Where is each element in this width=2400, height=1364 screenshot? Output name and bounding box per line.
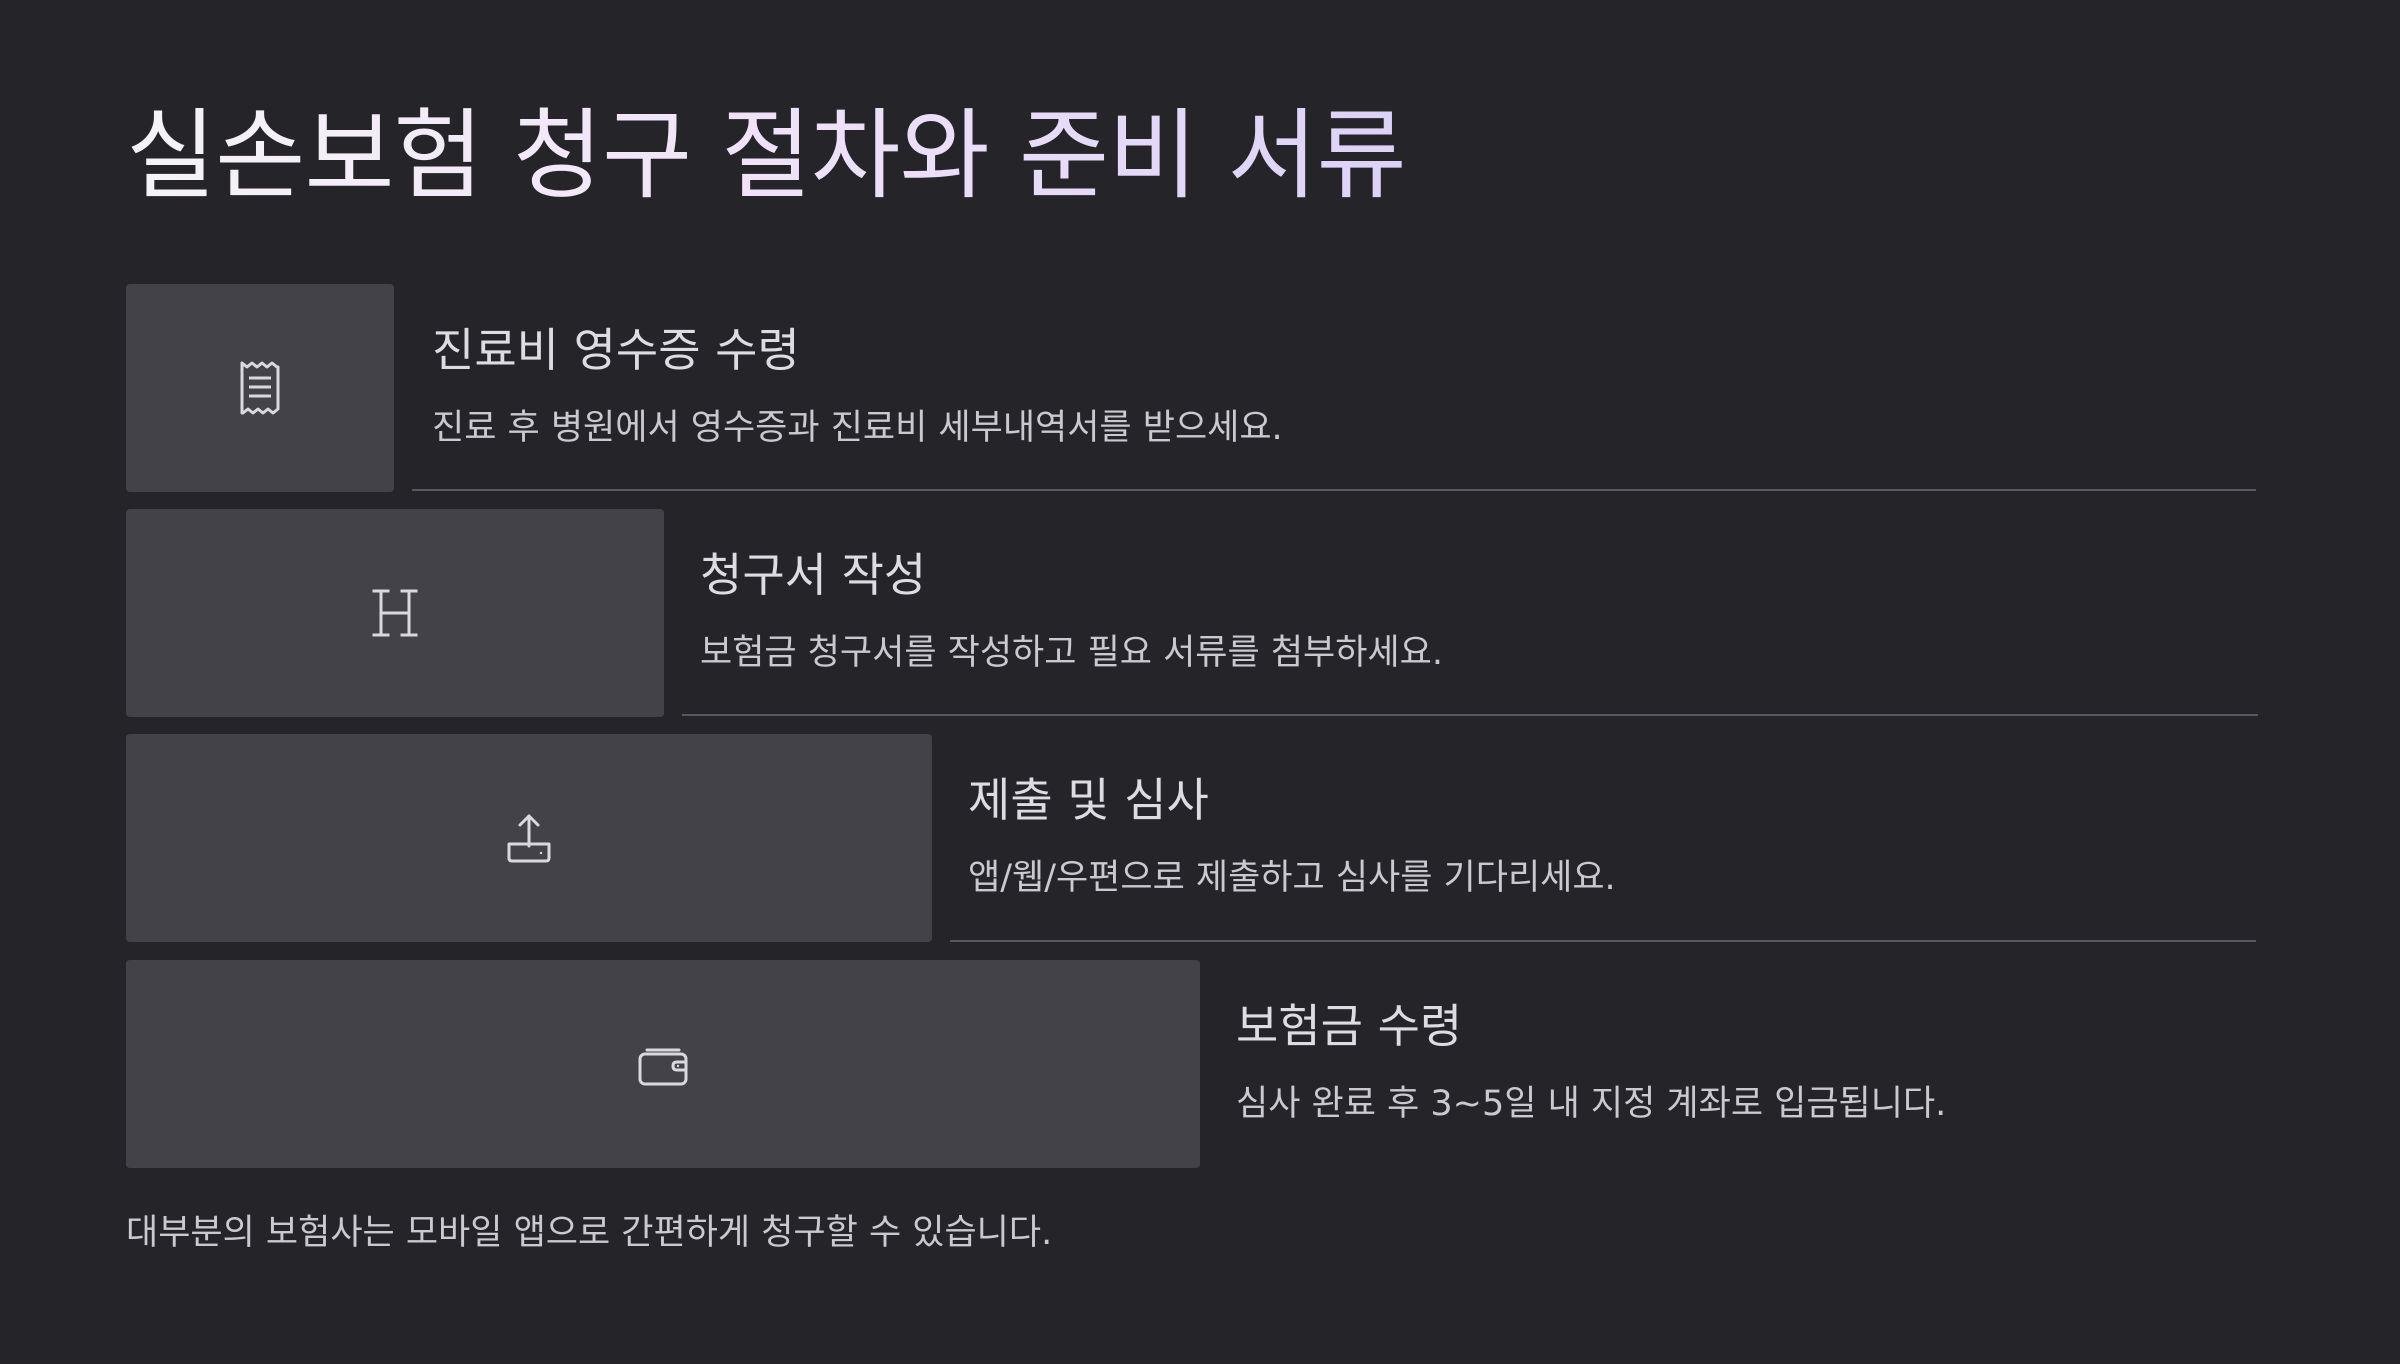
step-title: 청구서 작성 [700, 548, 927, 602]
step-submit-review: 제출 및 심사 앱/웹/우편으로 제출하고 심사를 기다리세요. [126, 734, 2258, 942]
step-title: 보험금 수령 [1236, 999, 1463, 1053]
step-icon-box [126, 284, 394, 492]
step-receipt: 진료비 영수증 수령 진료 후 병원에서 영수증과 진료비 세부내역서를 받으세… [126, 284, 2258, 492]
step-description: 진료 후 병원에서 영수증과 진료비 세부내역서를 받으세요. [432, 408, 1283, 448]
step-claim-form: 청구서 작성 보험금 청구서를 작성하고 필요 서류를 첨부하세요. [126, 509, 2258, 717]
upload-icon [501, 808, 557, 868]
step-description: 심사 완료 후 3~5일 내 지정 계좌로 입금됩니다. [1236, 1084, 1947, 1124]
footer-note: 대부분의 보험사는 모바일 앱으로 간편하게 청구할 수 있습니다. [126, 1213, 1053, 1253]
step-divider [682, 714, 2258, 716]
receipt-icon [232, 358, 288, 418]
step-title: 진료비 영수증 수령 [432, 323, 800, 377]
step-divider [412, 489, 2256, 491]
page-title: 실손보험 청구 절차와 준비 서류 [126, 96, 1407, 216]
step-description: 보험금 청구서를 작성하고 필요 서류를 첨부하세요. [700, 633, 1443, 673]
step-icon-box [126, 734, 932, 942]
step-icon-box [126, 509, 664, 717]
heading-icon [367, 583, 423, 643]
step-divider [950, 940, 2256, 942]
step-description: 앱/웹/우편으로 제출하고 심사를 기다리세요. [968, 858, 1616, 898]
step-icon-box [126, 960, 1200, 1168]
step-receive-payment: 보험금 수령 심사 완료 후 3~5일 내 지정 계좌로 입금됩니다. [126, 960, 2258, 1168]
step-title: 제출 및 심사 [968, 773, 1209, 827]
wallet-icon [635, 1034, 691, 1094]
